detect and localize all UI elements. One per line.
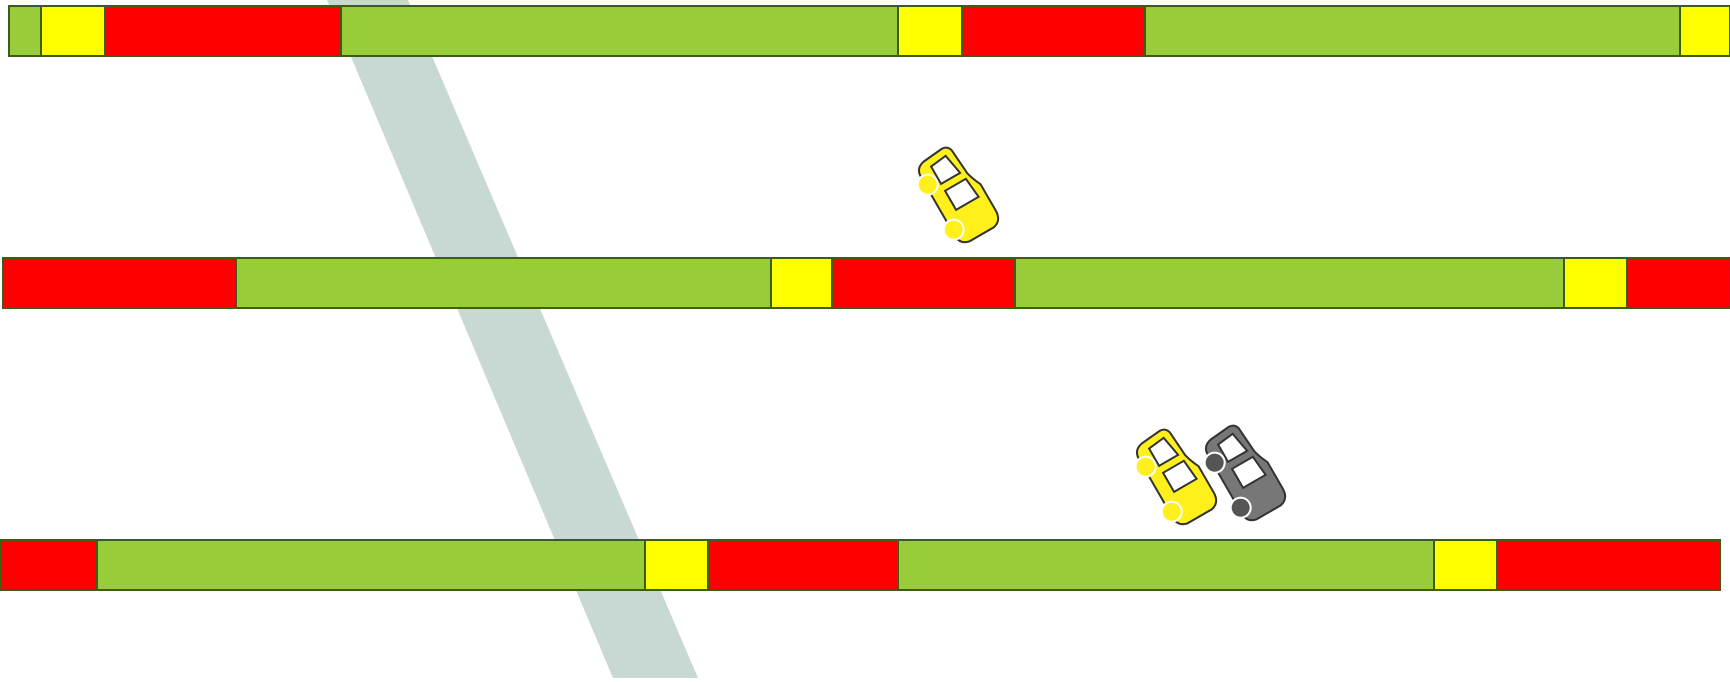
road-3-red-segment-1 [0, 539, 98, 591]
road-2-signal-bar [2, 257, 1730, 309]
car-front-wheel [1134, 455, 1157, 478]
road-1-yellow-segment-2 [40, 5, 106, 57]
road-3-signal-bar [0, 539, 1721, 591]
road-1-red-segment-6 [961, 5, 1146, 57]
road-3-green-segment-5 [897, 539, 1435, 591]
road-2-yellow-segment-6 [1563, 257, 1628, 309]
road-2-red-segment-4 [831, 257, 1016, 309]
gray-car-icon [1203, 424, 1287, 522]
road-3-yellow-segment-6 [1433, 539, 1498, 591]
road-2-red-segment-7 [1626, 257, 1730, 309]
road-3-red-segment-4 [707, 539, 899, 591]
road-2-red-segment-1 [2, 257, 237, 309]
car-front-window [1216, 432, 1249, 464]
road-3-yellow-segment-3 [644, 539, 709, 591]
road-1-yellow-segment-5 [897, 5, 963, 57]
road-3-red-segment-7 [1496, 539, 1721, 591]
car-rear-wheel [942, 218, 965, 241]
yellow-car-2-icon [1134, 428, 1218, 526]
road-1-signal-bar [8, 5, 1730, 57]
car-front-window [1147, 436, 1180, 468]
road-2-green-segment-5 [1014, 257, 1565, 309]
car-rear-wheel [1229, 496, 1252, 519]
car-rear-wheel [1160, 500, 1183, 523]
road-3-green-segment-2 [96, 539, 646, 591]
car-rear-window [943, 177, 981, 212]
car-front-wheel [1203, 451, 1226, 474]
road-1-yellow-segment-8 [1679, 5, 1730, 57]
yellow-car-1-icon [916, 146, 1000, 244]
car-rear-window [1161, 459, 1199, 494]
car-rear-window [1230, 455, 1268, 490]
green-wave-band [327, 0, 698, 678]
car-front-window [929, 154, 962, 186]
road-1-green-segment-7 [1144, 5, 1681, 57]
road-2-green-segment-2 [235, 257, 772, 309]
road-1-green-segment-4 [340, 5, 899, 57]
road-1-green-segment-1 [8, 5, 42, 57]
road-1-red-segment-3 [104, 5, 342, 57]
road-2-yellow-segment-3 [770, 257, 833, 309]
car-front-wheel [916, 173, 939, 196]
